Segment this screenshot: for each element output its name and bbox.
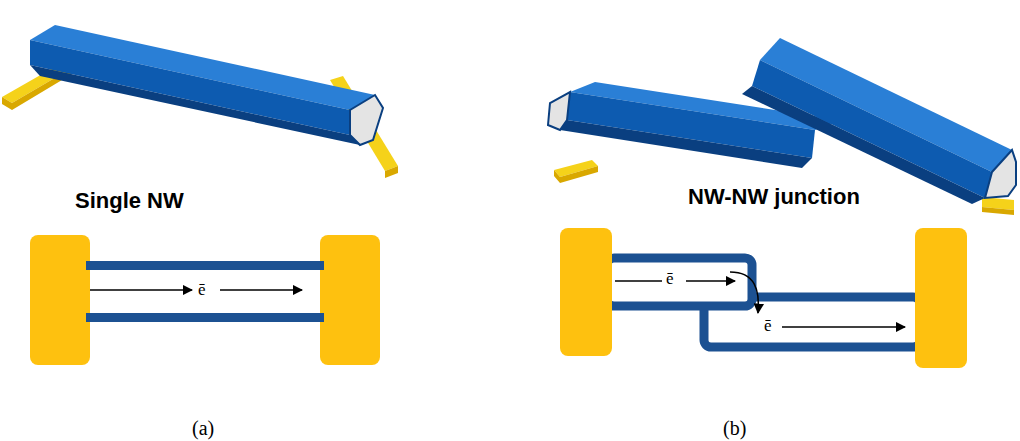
panel-label: (a) — [192, 418, 214, 438]
schematic-junction — [560, 228, 967, 368]
electron-symbol: ē — [196, 281, 208, 298]
schematic-single-nw — [30, 235, 380, 365]
nanowire-prism — [30, 25, 383, 145]
electron-symbol: ē — [664, 270, 676, 287]
panel-title: Single NW — [75, 190, 184, 212]
nanowire-prism — [742, 38, 1016, 204]
panel-label: (b) — [723, 418, 746, 438]
panel-title: NW-NW junction — [688, 186, 860, 208]
electron-symbol: ē — [762, 317, 774, 334]
